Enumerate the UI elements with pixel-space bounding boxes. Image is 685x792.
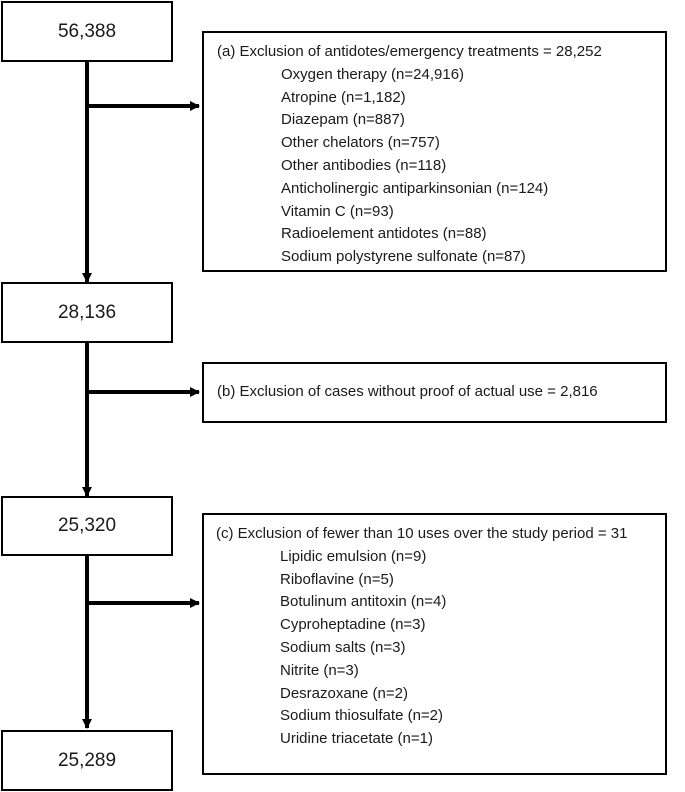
count-final: 25,289 [57, 749, 117, 771]
exclusion-a-title: (a) Exclusion of antidotes/emergency tre… [217, 43, 602, 60]
list-item: Riboflavine (n=5) [280, 570, 394, 588]
count-after-a: 28,136 [57, 301, 117, 323]
count-box-initial: 56,388 [1, 1, 173, 62]
exclusion-b-title: (b) Exclusion of cases without proof of … [217, 383, 598, 401]
exclusion-box-b: (b) Exclusion of cases without proof of … [202, 362, 667, 423]
list-item: Radioelement antidotes (n=88) [281, 225, 487, 243]
count-initial: 56,388 [57, 20, 117, 42]
list-item: Botulinum antitoxin (n=4) [280, 593, 447, 611]
list-item: Anticholinergic antiparkinsonian (n=124) [281, 179, 549, 197]
list-item: Diazepam (n=887) [281, 111, 405, 129]
list-item: Atropine (n=1,182) [281, 88, 406, 106]
exclusion-a-list: Oxygen therapy (n=24,916) Atropine (n=1,… [217, 64, 665, 269]
exclusion-c-title: (c) Exclusion of fewer than 10 uses over… [216, 525, 628, 542]
list-item: Sodium thiosulfate (n=2) [280, 707, 444, 725]
list-item: Uridine triacetate (n=1) [280, 730, 433, 748]
list-item: Lipidic emulsion (n=9) [280, 547, 427, 565]
list-item: Oxygen therapy (n=24,916) [281, 65, 465, 83]
list-item: Cyproheptadine (n=3) [280, 616, 426, 634]
list-item: Sodium salts (n=3) [280, 638, 406, 656]
list-item: Other chelators (n=757) [281, 134, 440, 152]
list-item: Vitamin C (n=93) [281, 202, 394, 220]
exclusion-box-a: (a) Exclusion of antidotes/emergency tre… [202, 31, 667, 272]
count-box-final: 25,289 [1, 730, 173, 791]
list-item: Nitrite (n=3) [280, 661, 359, 679]
count-box-after-b: 25,320 [1, 496, 173, 556]
list-item: Other antibodies (n=118) [281, 156, 447, 174]
count-box-after-a: 28,136 [1, 282, 173, 343]
exclusion-box-c: (c) Exclusion of fewer than 10 uses over… [202, 513, 667, 775]
list-item: Desrazoxane (n=2) [280, 684, 408, 702]
list-item: Sodium polystyrene sulfonate (n=87) [281, 248, 526, 266]
exclusion-c-list: Lipidic emulsion (n=9) Riboflavine (n=5)… [216, 546, 665, 751]
count-after-b: 25,320 [57, 515, 117, 536]
